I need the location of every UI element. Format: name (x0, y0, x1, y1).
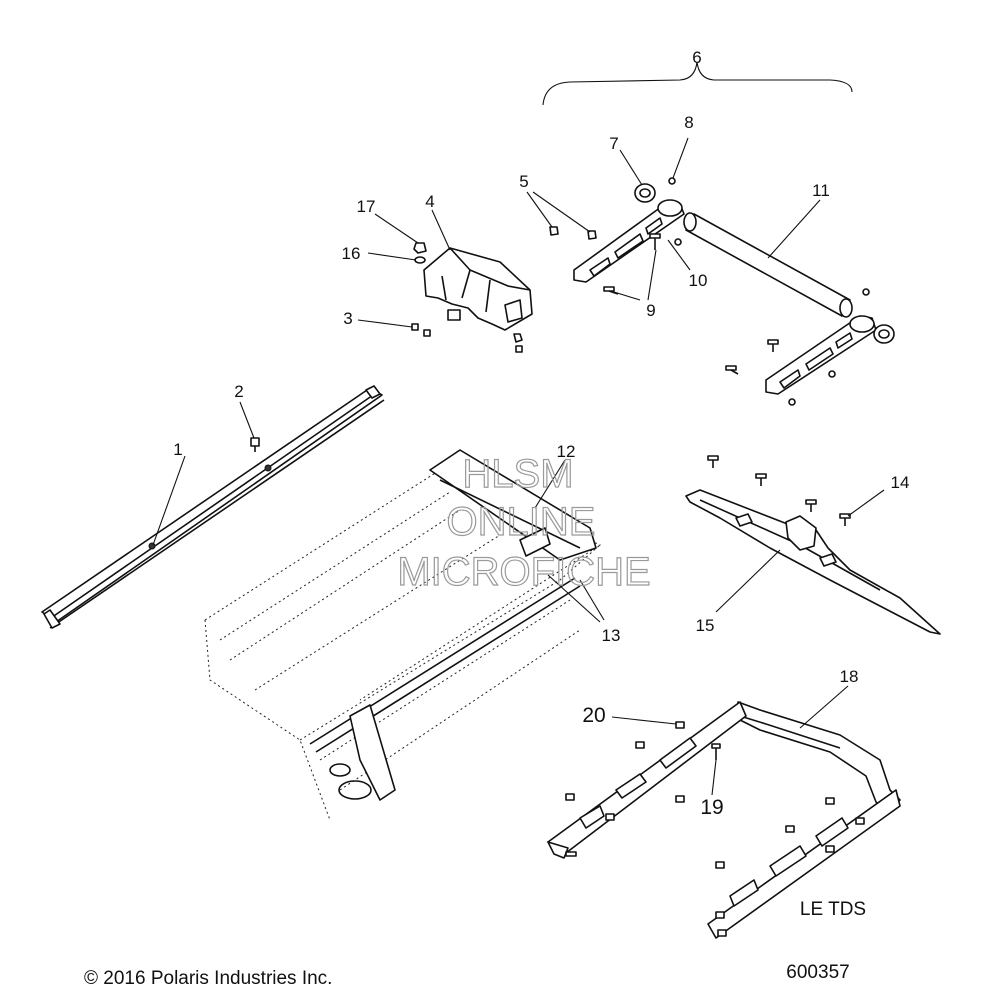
callout-20: 20 (582, 704, 605, 727)
callout-5: 5 (519, 172, 528, 191)
variant-label: LE TDS (800, 899, 866, 920)
bushing-part-7 (634, 183, 895, 344)
callout-3: 3 (343, 309, 352, 328)
bar-part-18 (547, 701, 901, 939)
bracket-part-4 (423, 247, 533, 331)
arm-part-10b (765, 315, 877, 395)
arm-part-10 (573, 199, 685, 283)
callout-2: 2 (234, 382, 243, 401)
rail-part-1 (41, 385, 385, 629)
watermark-line-1: HLSM (462, 452, 573, 496)
callout-16: 16 (342, 244, 361, 263)
callout-10: 10 (689, 271, 708, 290)
callout-17: 17 (357, 197, 376, 216)
callout-8: 8 (684, 113, 693, 132)
callout-4: 4 (425, 192, 434, 211)
bolt-part-2 (250, 437, 260, 452)
watermark-line-2: ONLINE (447, 500, 596, 544)
callout-15: 15 (696, 616, 715, 635)
callout-19: 19 (700, 796, 723, 819)
rail-part-15 (685, 489, 941, 635)
callout-13: 13 (602, 626, 621, 645)
copyright-text: © 2016 Polaris Industries Inc. (84, 968, 332, 989)
watermark-line-3: MICROFICHE (397, 550, 650, 594)
fasteners-parts-19-20 (565, 721, 865, 937)
cargo-bed (204, 449, 602, 821)
watermark: HLSM ONLINE MICROFICHE (397, 451, 652, 594)
callout-18: 18 (840, 667, 859, 686)
fasteners-part-14 (707, 455, 851, 526)
callout-12: 12 (557, 442, 576, 461)
tube-part-11 (683, 212, 853, 318)
callout-14: 14 (891, 473, 910, 492)
callout-11: 11 (812, 181, 830, 200)
nut-part-17 (413, 242, 427, 254)
washer-part-16 (414, 256, 426, 264)
group-6-bracket (542, 61, 853, 106)
leader-lines (152, 137, 885, 796)
figure-number: 600357 (786, 962, 849, 983)
callout-9: 9 (646, 301, 655, 320)
callout-7: 7 (609, 134, 618, 153)
callout-1: 1 (173, 440, 182, 459)
screws-part-3 (411, 323, 523, 353)
fasteners-group-6 (549, 177, 870, 406)
callout-6: 6 (692, 48, 701, 67)
